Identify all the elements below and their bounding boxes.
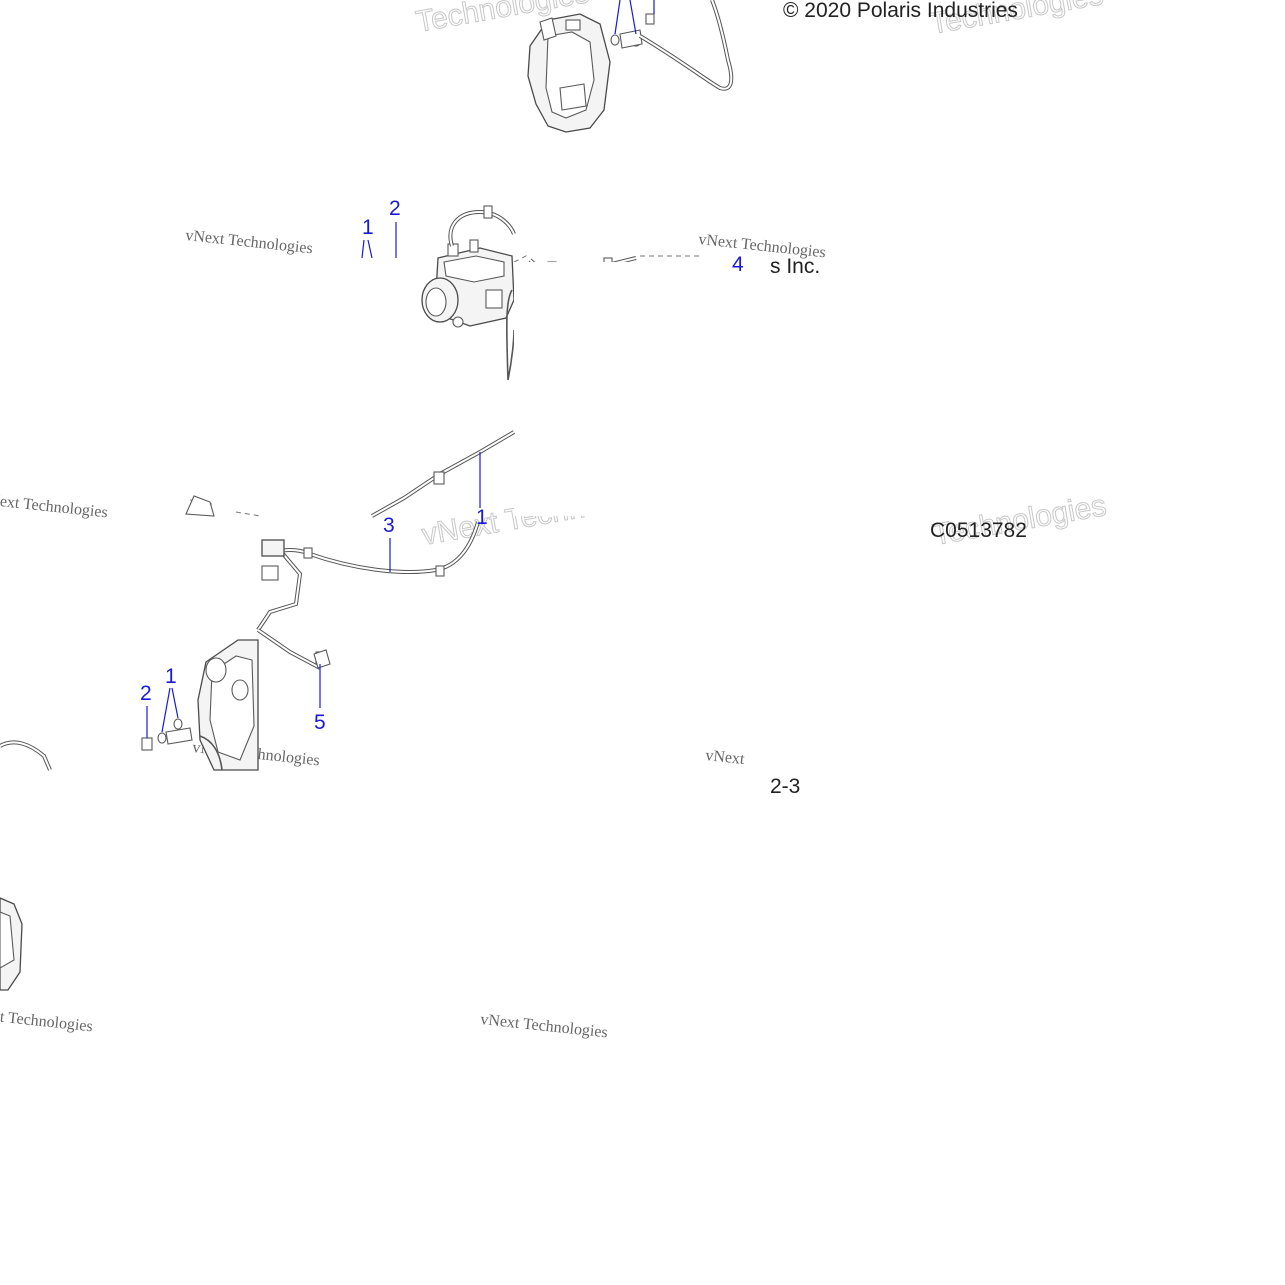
- bleeder-valve: [313, 649, 331, 669]
- rear-caliper-lower: [0, 639, 259, 771]
- callout-5: 5: [314, 711, 326, 734]
- diagram-blank-region: [514, 262, 774, 516]
- brake-line-rear: [185, 430, 516, 670]
- watermark-mid-left: vNext Technologies: [185, 227, 314, 257]
- diagram-code: C0513782: [930, 519, 1027, 542]
- watermark-lower-right: vNext: [705, 747, 746, 768]
- callout-4: 4: [732, 253, 744, 276]
- callout-labels: 1 2 4 3 1 2 1 5: [140, 197, 744, 734]
- callout-3: 3: [383, 514, 395, 537]
- callout-1-lower: 1: [165, 665, 177, 688]
- inc-fragment-text: s Inc.: [770, 255, 820, 278]
- callout-leaders: [146, 222, 481, 738]
- watermark-left-edge: vNext Technologies: [0, 491, 109, 521]
- front-caliper-top: [527, 0, 734, 133]
- callout-1-line: 1: [476, 506, 488, 529]
- copyright-text: © 2020 Polaris Industries: [783, 0, 1018, 22]
- watermark-bottom-left: vNext Technologies: [0, 1005, 94, 1035]
- watermark-bottom-center: vNext Technologies: [480, 1011, 609, 1041]
- callout-2-abs: 2: [389, 197, 401, 220]
- callout-1-abs: 1: [362, 216, 374, 239]
- page-fragment-text: 2-3: [770, 775, 800, 798]
- caliper-bottom-left-fragment: [0, 897, 23, 991]
- callout-2-lower: 2: [140, 682, 152, 705]
